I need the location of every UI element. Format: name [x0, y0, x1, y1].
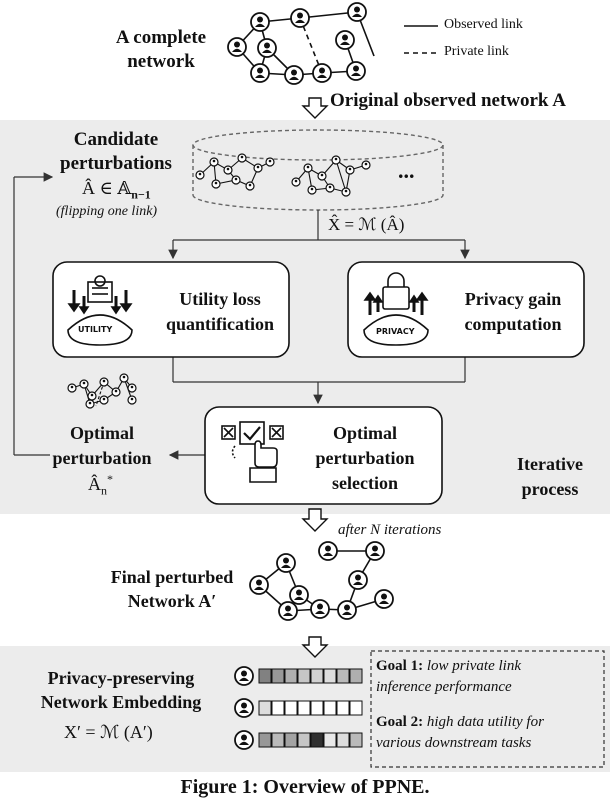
goal-1-label: Goal 1:	[376, 658, 424, 674]
privacy-label: Privacy gain computation	[464, 289, 562, 334]
embedding-cell	[271, 668, 285, 684]
xhat-formula: X̂ = ℳ (Â)	[328, 215, 405, 234]
privacy-icon	[363, 272, 429, 346]
complete-network-label: A complete network	[115, 27, 207, 72]
embedding-formula: X′ = ℳ (A′)	[64, 722, 153, 742]
goal-1-text2: inference performance	[376, 679, 512, 695]
goal-1-text: low private link	[426, 658, 521, 674]
iterative-process-label: Iterative process	[517, 454, 583, 499]
embedding-cell	[310, 732, 324, 748]
embedding-cell	[284, 668, 298, 684]
optimal-perturbation-label: Optimal perturbation	[52, 423, 152, 468]
embedding-cell	[336, 668, 350, 684]
split-connectors	[168, 210, 470, 460]
embedding-cell	[271, 732, 285, 748]
privacy-icon-label: PRIVACY	[376, 327, 415, 336]
goal-1: Goal 1: low private link inference perfo…	[376, 656, 602, 698]
final-network-label: Final perturbed Network A′	[110, 567, 234, 611]
feedback-loop	[13, 172, 54, 456]
embedding-cell	[336, 732, 350, 748]
utility-icon	[67, 275, 133, 346]
embedding-cell	[258, 732, 272, 748]
candidate-title: Candidate perturbations	[60, 129, 172, 174]
embedding-title: Privacy-preserving Network Embedding	[40, 668, 202, 712]
embedding-cell	[297, 668, 311, 684]
legend-private-label: Private link	[444, 44, 509, 59]
embedding-cell	[310, 668, 324, 684]
embedding-cell	[297, 732, 311, 748]
embedding-cell	[323, 700, 337, 716]
candidate-note: (flipping one link)	[56, 204, 158, 219]
goals-box	[370, 650, 605, 768]
candidate-cylinder	[192, 129, 444, 211]
figure-caption: Figure 1: Overview of PPNE.	[180, 776, 430, 798]
optimal-math: Ân*	[88, 472, 113, 498]
down-arrow-top	[301, 97, 329, 119]
embedding-cell	[336, 700, 350, 716]
embedding-cell	[271, 700, 285, 716]
original-network-label: Original observed network A	[330, 90, 566, 111]
embedding-cell	[310, 700, 324, 716]
embedding-cell	[258, 700, 272, 716]
utility-label: Utility loss quantification	[165, 289, 275, 334]
embedding-cell	[349, 668, 363, 684]
embedding-cell	[284, 700, 298, 716]
goal-2-text: high data utility for	[426, 714, 544, 730]
embedding-vectors	[258, 668, 363, 748]
legend-observed-label: Observed link	[444, 17, 523, 32]
embedding-cell	[323, 668, 337, 684]
embedding-node-icons	[234, 666, 254, 750]
candidate-math: Â ∈ 𝔸n−1	[82, 178, 151, 202]
embedding-cell	[258, 668, 272, 684]
after-iterations-label: after N iterations	[338, 522, 442, 538]
embedding-cell	[349, 732, 363, 748]
embedding-cell	[284, 732, 298, 748]
final-network-nodes	[249, 541, 394, 621]
down-arrow-embedding	[301, 636, 329, 658]
down-arrow-iterations	[301, 508, 329, 532]
selection-icon	[221, 421, 284, 483]
embedding-cell	[349, 700, 363, 716]
embedding-cell	[323, 732, 337, 748]
candidate-ellipsis: ...	[398, 158, 415, 183]
utility-icon-label: UTILITY	[78, 325, 113, 334]
optimal-selection-label: Optimal perturbation selection	[315, 423, 415, 493]
goal-2-label: Goal 2:	[376, 714, 424, 730]
goal-2: Goal 2: high data utility for various do…	[376, 712, 602, 754]
goal-2-text2: various downstream tasks	[376, 735, 532, 751]
embedding-cell	[297, 700, 311, 716]
